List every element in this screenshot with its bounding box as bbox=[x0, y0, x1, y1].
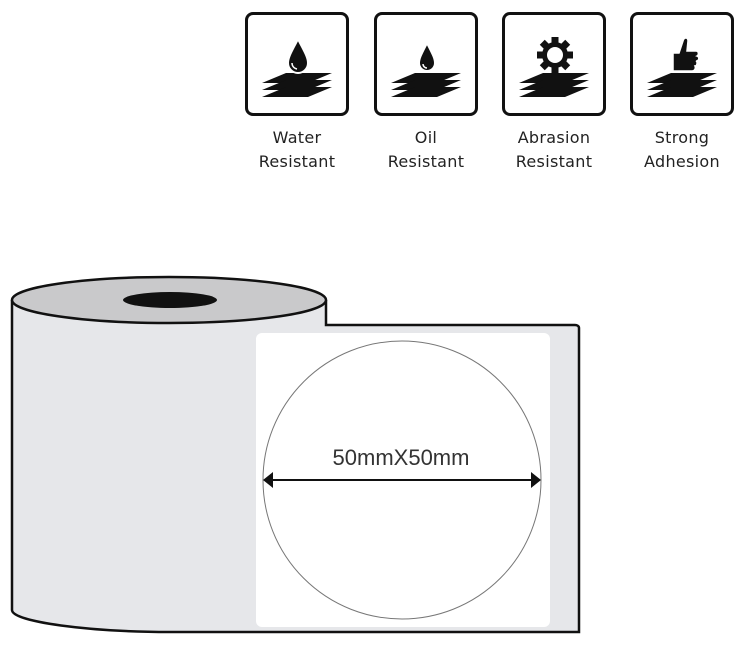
thumbs-up-icon bbox=[647, 37, 717, 97]
feature-label-line2: Resistant bbox=[258, 152, 336, 171]
water-drop-icon bbox=[262, 36, 332, 97]
oil-resistant-icon-box bbox=[374, 12, 478, 116]
feature-label-line1: Oil bbox=[414, 128, 438, 147]
strong-adhesion-icon-box bbox=[630, 12, 734, 116]
arrow-right-head bbox=[531, 472, 541, 488]
feature-label-line2: Resistant bbox=[515, 152, 593, 171]
feature-label-line1: Abrasion bbox=[517, 128, 591, 147]
feature-label-line1: Strong bbox=[654, 128, 710, 147]
arrow-left-head bbox=[263, 472, 273, 488]
oil-drop-icon bbox=[391, 40, 461, 97]
abrasion-resistant-icon-box bbox=[502, 12, 606, 116]
feature-label-line2: Resistant bbox=[387, 152, 465, 171]
gear-icon bbox=[519, 37, 589, 97]
water-resistant-icon-box bbox=[245, 12, 349, 116]
feature-label-line2: Adhesion bbox=[644, 152, 720, 171]
feature-label-line1: Water bbox=[272, 128, 322, 147]
roll-core-hole bbox=[123, 292, 217, 308]
label-size-text: 50mmX50mm bbox=[332, 445, 470, 470]
